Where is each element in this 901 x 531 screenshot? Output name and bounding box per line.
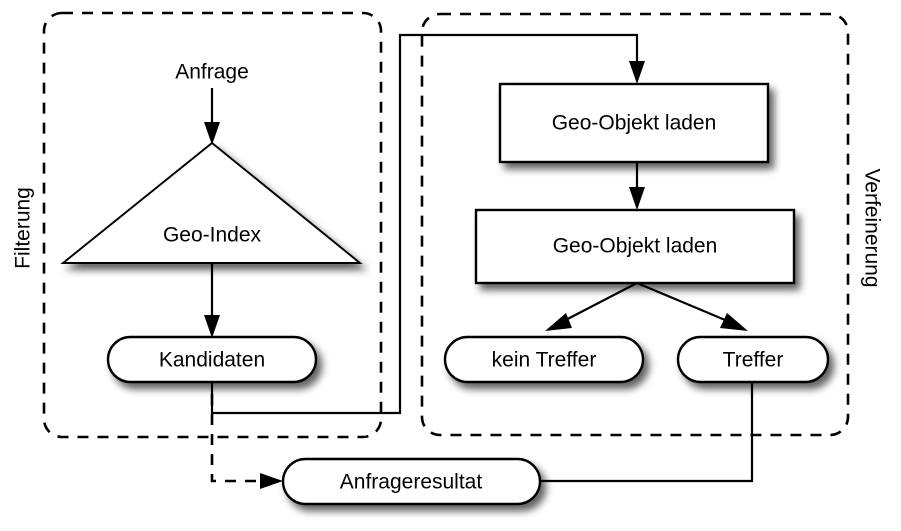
edge-kandidaten-to-geo-objekt-laden-1	[210, 33, 645, 415]
edge-geo-objekt-laden-1-to-2	[629, 162, 645, 210]
node-kein-treffer[interactable]	[443, 335, 645, 384]
node-anfrageresultat-shape	[281, 457, 542, 506]
node-kein-treffer-label: kein Treffer	[492, 349, 597, 372]
arrow-head-icon	[260, 473, 283, 489]
node-anfrage: Anfrage	[175, 61, 249, 84]
node-kein-treffer-shape	[443, 335, 645, 384]
arrow-head-icon	[720, 313, 748, 331]
edge-anfrage-to-geo-index	[204, 88, 220, 145]
arrow-head-icon	[629, 61, 645, 84]
node-geo-objekt-laden-2-label: Geo-Objekt laden	[553, 235, 718, 258]
node-kandidaten[interactable]	[106, 335, 318, 384]
node-treffer[interactable]	[676, 335, 830, 384]
arrow-head-icon	[204, 122, 220, 145]
node-geo-index-shape	[60, 141, 363, 264]
group-verfeinerung-boundary	[420, 12, 850, 437]
edge-line	[555, 282, 638, 326]
arrow-head-icon	[545, 313, 572, 331]
node-geo-index-label: Geo-Index	[163, 224, 262, 247]
node-kandidaten-shape	[106, 335, 318, 384]
node-geo-objekt-laden-1[interactable]	[498, 82, 770, 164]
group-verfeinerung: Verfeinerung	[420, 12, 883, 437]
arrow-head-icon	[204, 315, 220, 338]
node-geo-objekt-laden-1-shape	[498, 82, 770, 164]
group-verfeinerung-label: Verfeinerung	[860, 168, 883, 287]
group-filterung: Filterung	[12, 11, 383, 439]
arrow-head-icon	[629, 187, 645, 210]
group-filterung-boundary	[42, 11, 383, 439]
edge-kandidaten-to-anfrageresultat	[210, 394, 283, 489]
edge-line	[540, 382, 754, 483]
node-geo-index[interactable]	[60, 141, 363, 264]
edge-geo-objekt-laden-2-to-treffer	[636, 281, 748, 331]
edge-line	[636, 281, 738, 327]
node-treffer-label: Treffer	[723, 349, 784, 372]
edge-geo-objekt-laden-2-to-kein-treffer	[545, 282, 638, 331]
node-anfrageresultat-label: Anfrageresultat	[340, 471, 483, 494]
node-treffer-shape	[676, 335, 830, 384]
group-filterung-label: Filterung	[12, 187, 35, 269]
edge-line-dashed	[210, 394, 258, 483]
edge-treffer-to-anfrageresultat	[540, 382, 754, 483]
edge-geo-index-to-kandidaten	[204, 263, 220, 338]
node-geo-objekt-laden-1-label: Geo-Objekt laden	[552, 112, 717, 135]
edge-line	[210, 33, 639, 415]
node-geo-objekt-laden-2-shape	[474, 208, 796, 285]
node-anfrageresultat[interactable]	[281, 457, 542, 506]
node-geo-objekt-laden-2[interactable]	[474, 208, 796, 285]
node-kandidaten-label: Kandidaten	[159, 349, 265, 372]
